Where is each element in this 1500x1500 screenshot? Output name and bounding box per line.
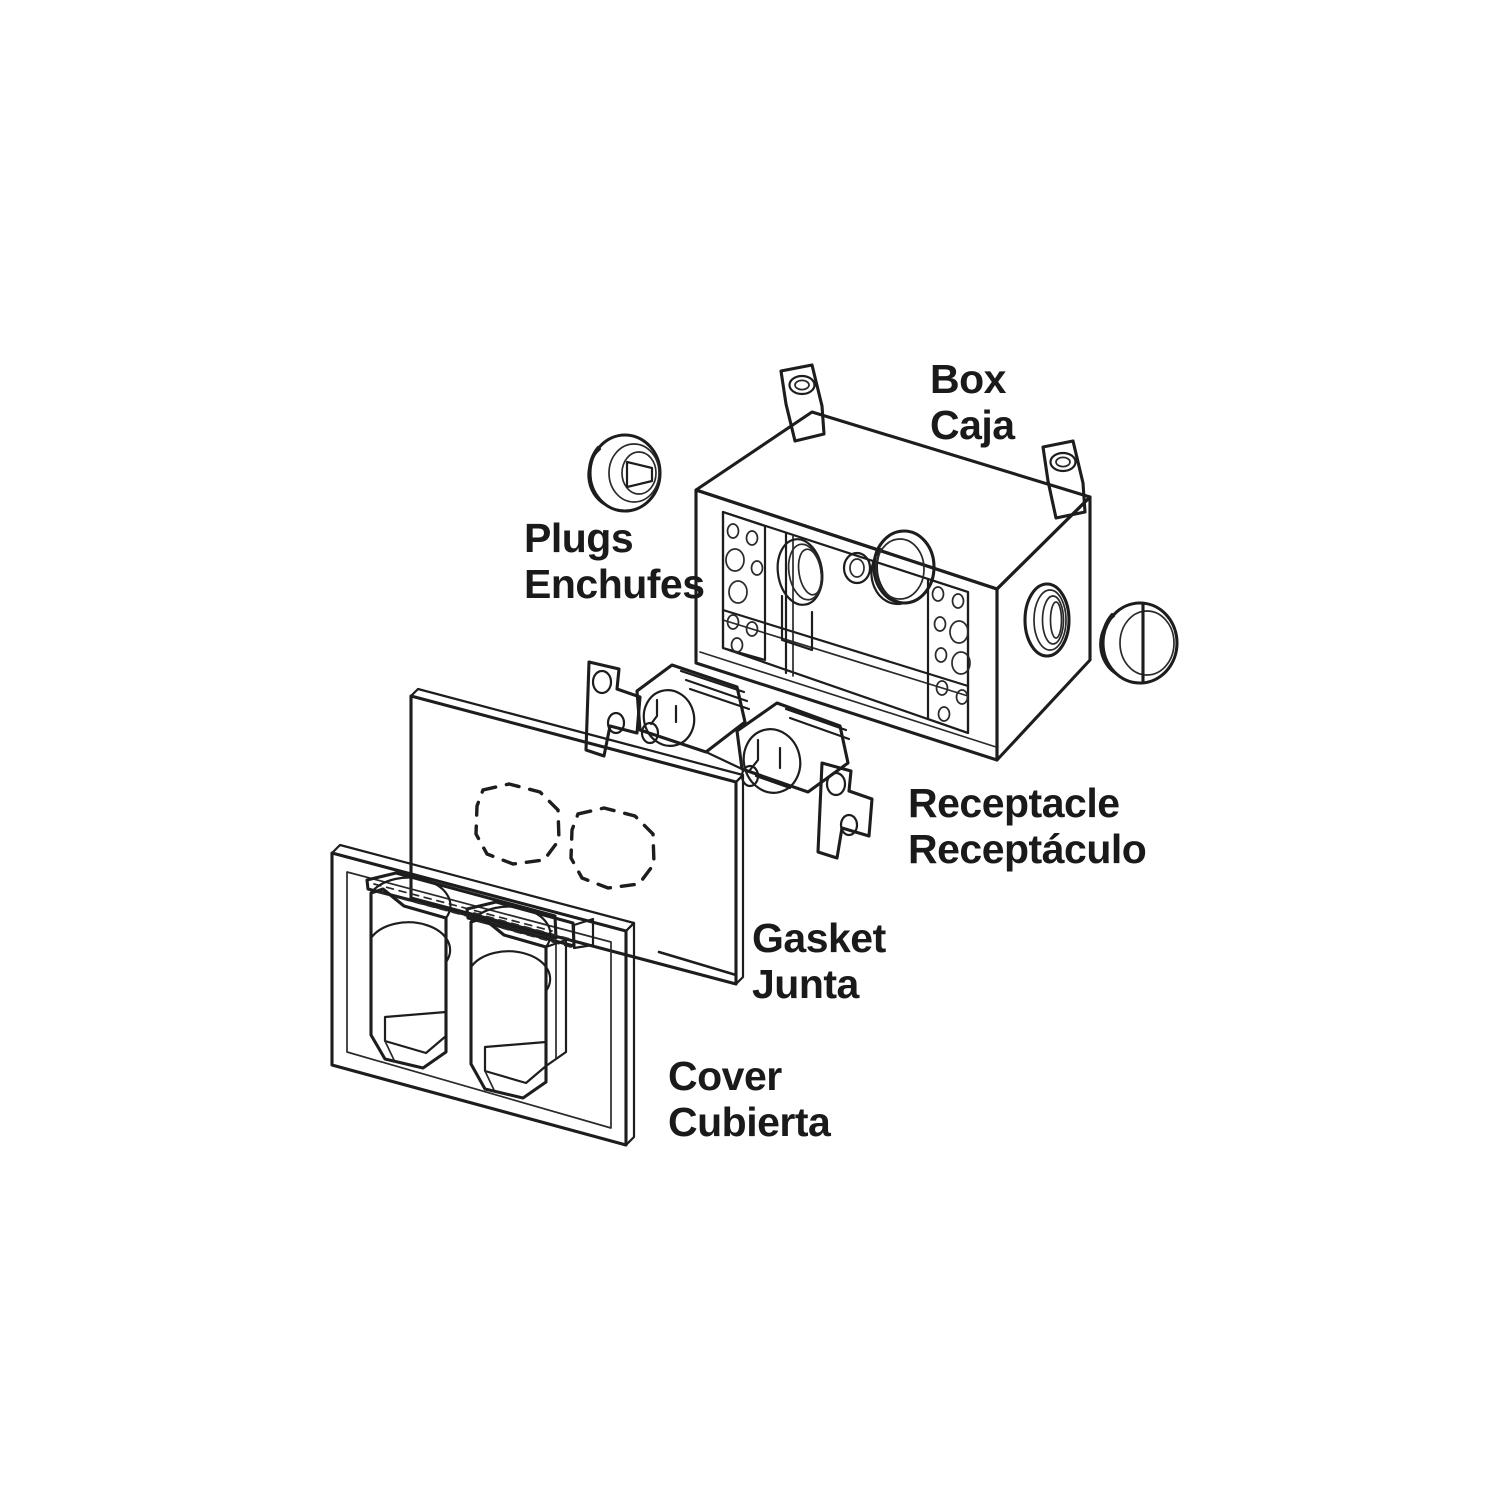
box-front-lip — [699, 651, 997, 748]
part-box — [694, 363, 1092, 762]
cover-flip-lid-right — [465, 900, 576, 1100]
part-receptacle — [584, 660, 874, 860]
part-gasket — [409, 687, 745, 986]
box-left-boss-column — [721, 510, 767, 662]
gasket-leader-line — [657, 950, 738, 977]
gasket-right-edge — [734, 773, 745, 986]
label-gasket-es: Junta — [752, 961, 861, 1007]
receptacle-outlet-upper — [640, 689, 696, 747]
cover-flip-lid-left — [365, 871, 558, 1070]
plug-left-slot — [625, 460, 654, 489]
label-box: Box Caja — [930, 356, 1017, 448]
box-screw-hole-center — [842, 551, 872, 585]
label-cover-en: Cover — [668, 1053, 782, 1099]
cover-inner-border — [346, 871, 612, 1129]
label-receptacle-en: Receptacle — [908, 780, 1120, 826]
label-plugs-es: Enchufes — [524, 561, 705, 607]
box-mounting-ear-right — [1041, 439, 1087, 520]
box-threaded-hub-right — [1023, 582, 1071, 658]
label-plugs: Plugs Enchufes — [524, 515, 705, 607]
box-front-face — [694, 488, 999, 762]
label-gasket-en: Gasket — [752, 915, 887, 961]
label-plugs-en: Plugs — [524, 515, 633, 561]
label-cover-es: Cubierta — [668, 1099, 832, 1145]
label-receptacle: Receptacle Receptáculo — [908, 780, 1147, 872]
gasket-cutout-right — [569, 806, 656, 890]
part-plug-right — [1099, 601, 1179, 685]
receptacle-strap-upper-left — [584, 660, 642, 758]
box-screw-holes-left — [725, 523, 764, 653]
cover-right-edge — [624, 921, 636, 1147]
cover-hinge-left — [365, 871, 558, 940]
part-plug-left — [587, 433, 662, 513]
label-receptacle-es: Receptáculo — [908, 826, 1146, 872]
box-knockout-left-interior — [776, 538, 824, 652]
part-cover — [330, 843, 636, 1147]
label-box-es: Caja — [930, 402, 1016, 448]
label-box-en: Box — [930, 356, 1007, 402]
cover-latch-tab — [572, 917, 595, 950]
box-screw-holes-right — [931, 586, 971, 722]
box-right-boss-column — [926, 577, 970, 735]
gasket-cutout-left — [474, 782, 561, 866]
label-cover: Cover Cubierta — [668, 1053, 833, 1145]
label-gasket: Gasket Junta — [752, 915, 887, 1007]
receptacle-strap-lower-right — [816, 761, 874, 860]
box-mounting-ear-left — [779, 363, 826, 443]
box-hub-opening-center — [870, 529, 936, 606]
